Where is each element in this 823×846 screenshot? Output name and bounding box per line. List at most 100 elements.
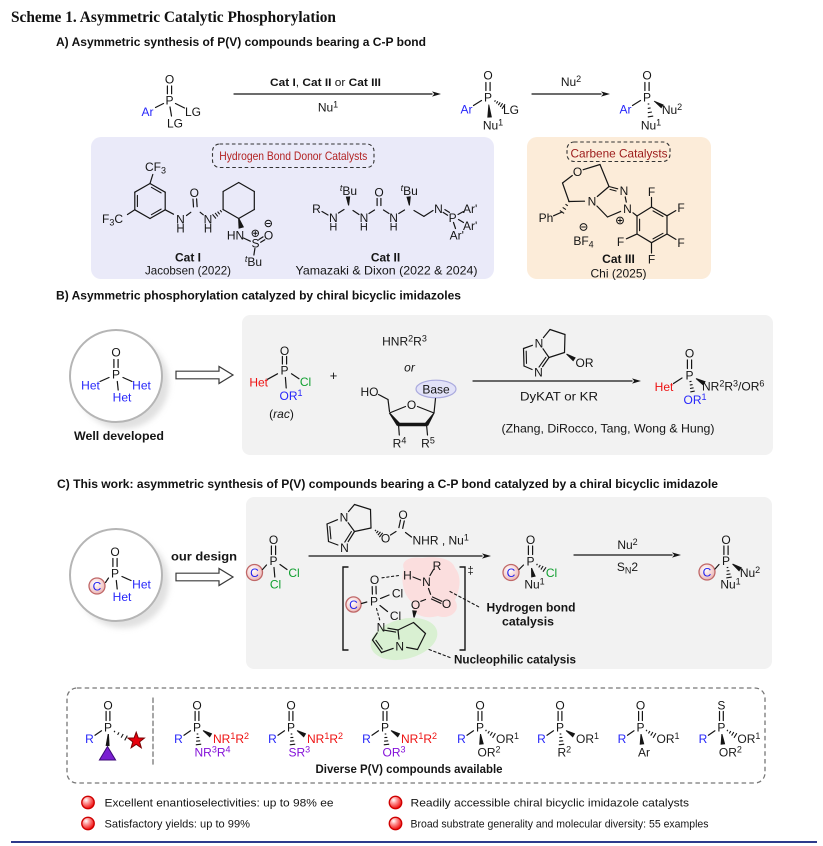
svg-text:R: R (618, 732, 627, 746)
svg-text:Ar: Ar (461, 102, 473, 116)
svg-text:NR1R2: NR1R2 (401, 731, 437, 746)
svg-text:Het: Het (81, 378, 100, 392)
svg-text:S: S (251, 236, 259, 250)
svg-text:O: O (411, 598, 420, 612)
svg-text:P: P (636, 720, 644, 734)
svg-text:H: H (360, 222, 368, 234)
svg-text:N: N (340, 541, 349, 555)
svg-text:Cl: Cl (390, 609, 401, 623)
svg-text:O: O (165, 72, 174, 86)
svg-text:Nu1: Nu1 (720, 576, 740, 591)
svg-text:P: P (381, 720, 389, 734)
svg-text:P: P (449, 211, 457, 225)
svg-text:Chi (2025): Chi (2025) (590, 267, 646, 281)
svg-text:N: N (534, 366, 543, 380)
svg-text:N: N (176, 212, 185, 226)
svg-text:R: R (699, 732, 708, 746)
svg-text:C: C (507, 566, 516, 580)
svg-text:Cl: Cl (288, 566, 299, 580)
svg-text:H: H (176, 224, 184, 236)
svg-text:tBu: tBu (401, 183, 418, 198)
svg-text:N: N (535, 336, 544, 350)
svg-text:F: F (677, 201, 684, 215)
svg-text:P: P (111, 566, 119, 580)
svg-text:O: O (475, 698, 484, 712)
svg-text:Het: Het (249, 375, 268, 389)
svg-text:Carbene Catalysts: Carbene Catalysts (571, 146, 668, 160)
svg-text:O: O (380, 698, 389, 712)
svg-text:N: N (340, 510, 349, 524)
svg-text:R5: R5 (421, 435, 435, 450)
svg-text:tBu: tBu (245, 254, 262, 269)
svg-text:OR1: OR1 (737, 731, 760, 746)
svg-text:Cat II: Cat II (371, 251, 400, 265)
svg-text:Ar: Ar (638, 745, 650, 759)
svg-text:SR3: SR3 (289, 744, 311, 759)
svg-text:H: H (329, 222, 337, 234)
svg-text:NR1R2: NR1R2 (213, 731, 249, 746)
svg-text:tBu: tBu (340, 183, 357, 198)
svg-text:+: + (330, 368, 338, 383)
svg-text:Scheme 1. Asymmetric Catalytic: Scheme 1. Asymmetric Catalytic Phosphory… (11, 9, 336, 26)
svg-text:Hydrogen Bond Donor Catalysts: Hydrogen Bond Donor Catalysts (219, 149, 367, 163)
svg-text:Ar': Ar' (463, 202, 477, 216)
svg-text:P: P (104, 720, 112, 734)
svg-text:N: N (360, 211, 369, 225)
svg-text:C: C (703, 565, 712, 579)
svg-text:OR1: OR1 (496, 731, 519, 746)
svg-text:H: H (204, 224, 212, 236)
svg-text:O: O (442, 597, 451, 611)
svg-text:H: H (390, 222, 398, 234)
svg-text:O: O (636, 698, 645, 712)
svg-text:Nu1: Nu1 (483, 117, 503, 132)
svg-text:N: N (434, 202, 443, 216)
svg-text:C) This work: asymmetric synth: C) This work: asymmetric synthesis of P(… (57, 477, 718, 491)
svg-text:(Zhang, DiRocco, Tang, Wong &: (Zhang, DiRocco, Tang, Wong & Hung) (502, 422, 715, 436)
svg-text:Cl: Cl (546, 566, 557, 580)
svg-text:Cl: Cl (392, 586, 403, 600)
svg-text:P: P (287, 720, 295, 734)
svg-text:F: F (648, 185, 655, 199)
svg-text:P: P (685, 368, 693, 382)
svg-text:Het: Het (113, 390, 132, 404)
svg-text:C: C (250, 566, 259, 580)
svg-text:Nu2: Nu2 (662, 102, 682, 117)
svg-text:OR1: OR1 (683, 392, 706, 407)
svg-text:P: P (556, 720, 564, 734)
svg-text:Ar': Ar' (450, 228, 464, 242)
svg-text:P: P (643, 90, 651, 104)
svg-text:or: or (404, 361, 416, 375)
svg-text:‡: ‡ (467, 565, 473, 577)
svg-text:R: R (85, 732, 94, 746)
svg-text:Het: Het (655, 380, 674, 394)
svg-text:Diverse P(V) compounds availab: Diverse P(V) compounds available (316, 764, 503, 776)
svg-text:C: C (93, 579, 102, 593)
svg-text:OR2: OR2 (719, 744, 742, 759)
svg-text:NR3R4: NR3R4 (195, 744, 231, 759)
svg-text:Ar: Ar (142, 105, 154, 119)
svg-text:O: O (685, 346, 694, 360)
svg-text:O: O (381, 531, 390, 545)
svg-text:Well developed: Well developed (74, 429, 164, 443)
svg-text:R: R (433, 559, 442, 573)
svg-text:R: R (312, 202, 321, 216)
svg-text:S: S (717, 698, 725, 712)
svg-text:P: P (717, 720, 725, 734)
svg-text:R4: R4 (393, 435, 407, 450)
svg-text:CF3: CF3 (145, 160, 166, 176)
svg-text:R: R (537, 732, 546, 746)
svg-text:N: N (422, 575, 431, 589)
svg-text:O: O (721, 533, 730, 547)
svg-text:Base: Base (422, 382, 450, 396)
svg-text:Nu2: Nu2 (740, 565, 760, 580)
svg-text:F: F (677, 236, 684, 250)
svg-text:Nu2: Nu2 (617, 537, 637, 552)
svg-text:F3C: F3C (102, 212, 123, 228)
svg-text:Cat I: Cat I (175, 251, 201, 265)
svg-text:Cl: Cl (300, 375, 311, 389)
svg-text:O: O (280, 344, 289, 358)
svg-text:P: P (526, 554, 534, 568)
svg-text:SN2: SN2 (617, 560, 639, 576)
svg-text:P: P (370, 594, 378, 608)
svg-text:Ph: Ph (539, 211, 554, 225)
